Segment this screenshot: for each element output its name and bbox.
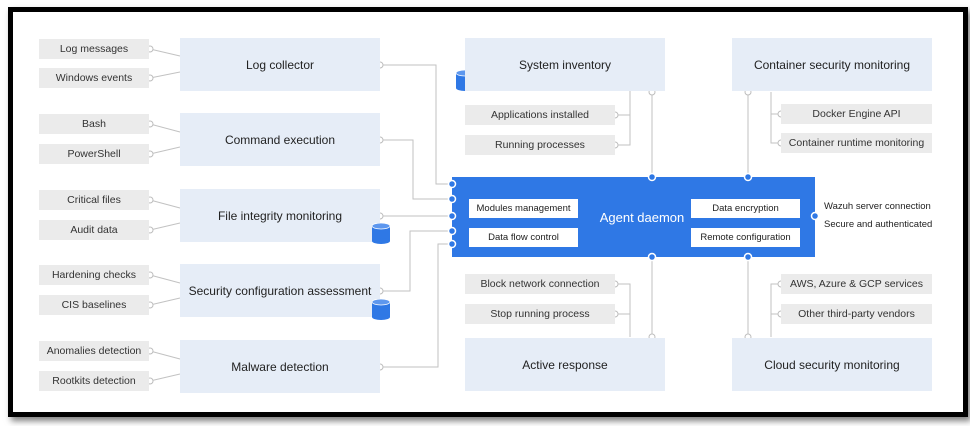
connector-lines — [146, 45, 785, 385]
item-hardening-checks: Hardening checks — [39, 265, 149, 285]
module-active-response: Active response — [465, 338, 665, 391]
item-windows-events: Windows events — [39, 68, 149, 88]
module-container-security-monitoring: Container security monitoring — [732, 38, 932, 91]
daemon-ports — [447, 172, 820, 262]
agent-daemon-title: Agent daemon — [599, 209, 685, 225]
module-security-configuration-assessment: Security configuration assessment — [180, 264, 380, 317]
database-icon — [372, 223, 390, 244]
item-log-messages: Log messages — [39, 39, 149, 59]
chip-modules-management: Modules management — [469, 199, 578, 218]
chip-remote-configuration: Remote configuration — [691, 228, 800, 247]
item-stop-running-process: Stop running process — [465, 304, 615, 324]
item-rootkits-detection: Rootkits detection — [39, 371, 149, 391]
item-anomalies-detection: Anomalies detection — [39, 341, 149, 361]
item-container-runtime-monitoring: Container runtime monitoring — [781, 133, 932, 153]
module-log-collector: Log collector — [180, 38, 380, 91]
database-icon — [372, 299, 390, 320]
item-critical-files: Critical files — [39, 190, 149, 210]
agent-daemon: Modules management Data flow control Age… — [452, 177, 815, 257]
item-audit-data: Audit data — [39, 220, 149, 240]
module-malware-detection: Malware detection — [180, 340, 380, 393]
item-docker-engine-api: Docker Engine API — [781, 104, 932, 124]
item-bash: Bash — [39, 114, 149, 134]
item-powershell: PowerShell — [39, 144, 149, 164]
diagram-frame: Log messages Windows events Bash PowerSh… — [8, 7, 968, 417]
module-cloud-security-monitoring: Cloud security monitoring — [732, 338, 932, 391]
item-applications-installed: Applications installed — [465, 105, 615, 125]
chip-data-encryption: Data encryption — [691, 199, 800, 218]
server-connection-sublabel: Secure and authenticated — [824, 219, 933, 230]
item-third-party-vendors: Other third-party vendors — [781, 304, 932, 324]
item-cis-baselines: CIS baselines — [39, 295, 149, 315]
module-file-integrity-monitoring: File integrity monitoring — [180, 189, 380, 242]
server-connection-label: Wazuh server connection — [824, 201, 931, 212]
chip-data-flow-control: Data flow control — [469, 228, 578, 247]
item-block-network-connection: Block network connection — [465, 274, 615, 294]
module-command-execution: Command execution — [180, 113, 380, 166]
item-running-processes: Running processes — [465, 135, 615, 155]
item-cloud-providers: AWS, Azure & GCP services — [781, 274, 932, 294]
module-system-inventory: System inventory — [465, 38, 665, 91]
